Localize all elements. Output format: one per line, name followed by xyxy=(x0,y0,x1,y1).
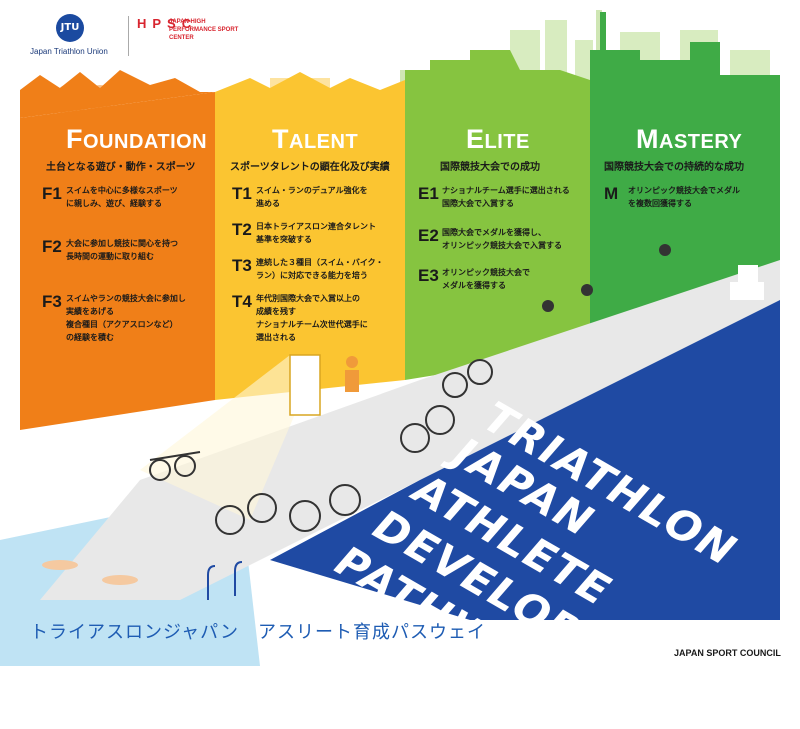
jtu-mark-icon: JTU xyxy=(56,14,84,42)
hpsc-letters: HPSC xyxy=(137,16,198,31)
talent-panel xyxy=(215,92,405,400)
pool-ladder xyxy=(207,561,243,600)
hpsc-logo: HPSC JAPAN HIGH PERFORMANCE SPORT CENTER xyxy=(128,16,247,56)
bike-rack xyxy=(149,451,201,481)
footer-japanese-title: トライアスロンジャパン アスリート育成パスウェイ xyxy=(30,622,486,643)
footer-council: JAPAN SPORT COUNCIL xyxy=(674,648,781,658)
stage-subtitle-talent: スポーツタレントの顕在化及び実績 xyxy=(230,162,390,173)
stage-title-talent: TALENT xyxy=(272,124,359,154)
stage-subtitle-mastery: 国際競技大会での持続的な成功 xyxy=(604,162,744,173)
hpsc-name: JAPAN HIGH PERFORMANCE SPORT CENTER xyxy=(169,19,239,41)
stage-title-mastery: MASTERY xyxy=(636,124,743,154)
stage-subtitle-elite: 国際競技大会での成功 xyxy=(440,162,540,173)
jtu-name: Japan Triathlon Union xyxy=(30,47,108,56)
athletes xyxy=(215,244,764,535)
door xyxy=(289,354,321,416)
pathway-illustration xyxy=(0,10,780,666)
road xyxy=(270,300,780,620)
stage-title-elite: ELITE xyxy=(466,124,530,154)
foundation-panel xyxy=(20,92,215,430)
jtu-logo: JTU Japan Triathlon Union xyxy=(30,14,120,60)
stage-title-foundation: FOUNDATION xyxy=(66,124,208,154)
pathway-surface xyxy=(40,260,780,600)
stage-subtitle-foundation: 土台となる遊び・動作・スポーツ xyxy=(46,162,196,173)
